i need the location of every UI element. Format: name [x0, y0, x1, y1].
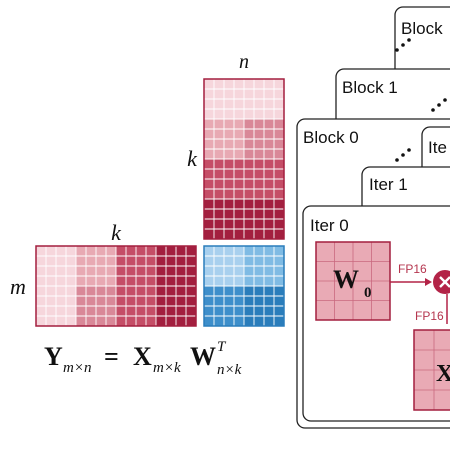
eq-w: W	[190, 342, 216, 371]
iter-1-title: Iter 1	[369, 175, 408, 194]
weight-matrix	[203, 78, 285, 240]
output-matrix	[203, 245, 285, 327]
x-tile: X	[413, 329, 450, 411]
arrow-w0-to-multiply	[390, 278, 432, 286]
eq-x-sub: m×k	[153, 360, 181, 376]
block-1-title: Block 1	[342, 78, 398, 97]
dim-m-label: m	[10, 274, 26, 299]
iter-top-title: Ite	[428, 138, 447, 157]
dim-k-label-left: k	[111, 220, 122, 245]
eq-x: X	[133, 342, 152, 371]
multiply-icon	[433, 270, 450, 294]
eq-w-sub: n×k	[217, 362, 242, 378]
iter-0-title: Iter 0	[310, 216, 349, 235]
w0-tile: W 0	[315, 241, 391, 321]
ellipsis-icon	[395, 38, 411, 52]
eq-y: Y	[44, 342, 63, 371]
block-0-title: Block 0	[303, 128, 359, 147]
fp16-label-a: FP16	[398, 262, 427, 276]
fp16-label-b: FP16	[415, 309, 444, 323]
ellipsis-icon	[431, 98, 447, 112]
dim-k-label-top: k	[187, 146, 198, 171]
eq-y-sub: m×n	[63, 360, 91, 376]
dim-n-label: n	[239, 51, 249, 73]
w0-tile-sub: 0	[364, 285, 372, 301]
w0-tile-label: W	[333, 265, 359, 294]
block-n-title: Block	[401, 19, 443, 38]
x-tile-label: X	[436, 361, 450, 387]
eq-w-sup: T	[217, 339, 227, 355]
eq-equals: =	[104, 342, 119, 371]
input-matrix	[35, 245, 197, 327]
ellipsis-icon	[395, 148, 411, 162]
gemm-equation: Y m×n = X m×k W T n×k	[44, 339, 242, 378]
